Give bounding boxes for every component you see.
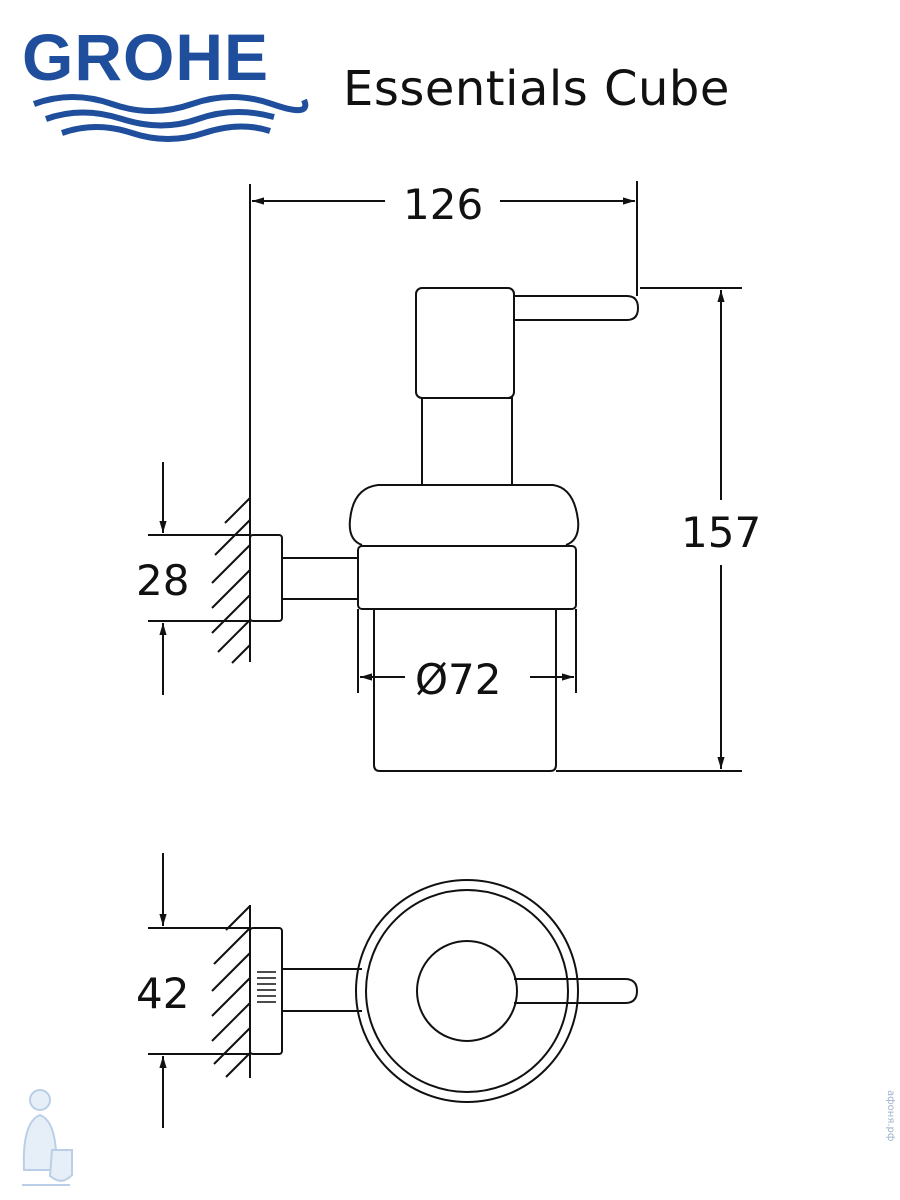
glass-container — [373, 609, 557, 772]
pump-head-circle — [416, 940, 518, 1042]
plumber-mascot-icon — [22, 1089, 73, 1186]
product-title: Essentials Cube — [343, 61, 730, 117]
brand-name: GROHE — [22, 20, 270, 94]
arm — [281, 557, 359, 600]
nozzle-top — [514, 978, 639, 1004]
dim-label-126: 126 — [403, 180, 483, 229]
wall-plate-top — [249, 927, 283, 1055]
dim-label-157: 157 — [681, 508, 761, 557]
wall-plate — [249, 534, 283, 622]
waves-icon — [32, 94, 309, 142]
pump-stem — [421, 397, 513, 486]
holder-inner-circle — [365, 889, 569, 1093]
pump-head — [415, 287, 515, 399]
wall-hatching-top-view — [211, 905, 251, 1078]
holder-outer-circle — [355, 879, 579, 1103]
wall-hatching — [211, 497, 251, 664]
dim-label-28: 28 — [136, 556, 189, 605]
dim-label-diameter-72: Ø72 — [415, 655, 502, 704]
watermark-text: афоня.рф — [885, 1090, 896, 1142]
top-view — [148, 853, 639, 1128]
grohe-logo: GROHE — [22, 24, 312, 154]
engraved-logo-icon — [257, 971, 276, 1003]
ring-holder — [357, 545, 577, 610]
pump-dome — [348, 484, 580, 546]
front-view — [148, 181, 742, 772]
dim-label-42: 42 — [136, 969, 189, 1018]
pump-nozzle — [514, 295, 640, 321]
